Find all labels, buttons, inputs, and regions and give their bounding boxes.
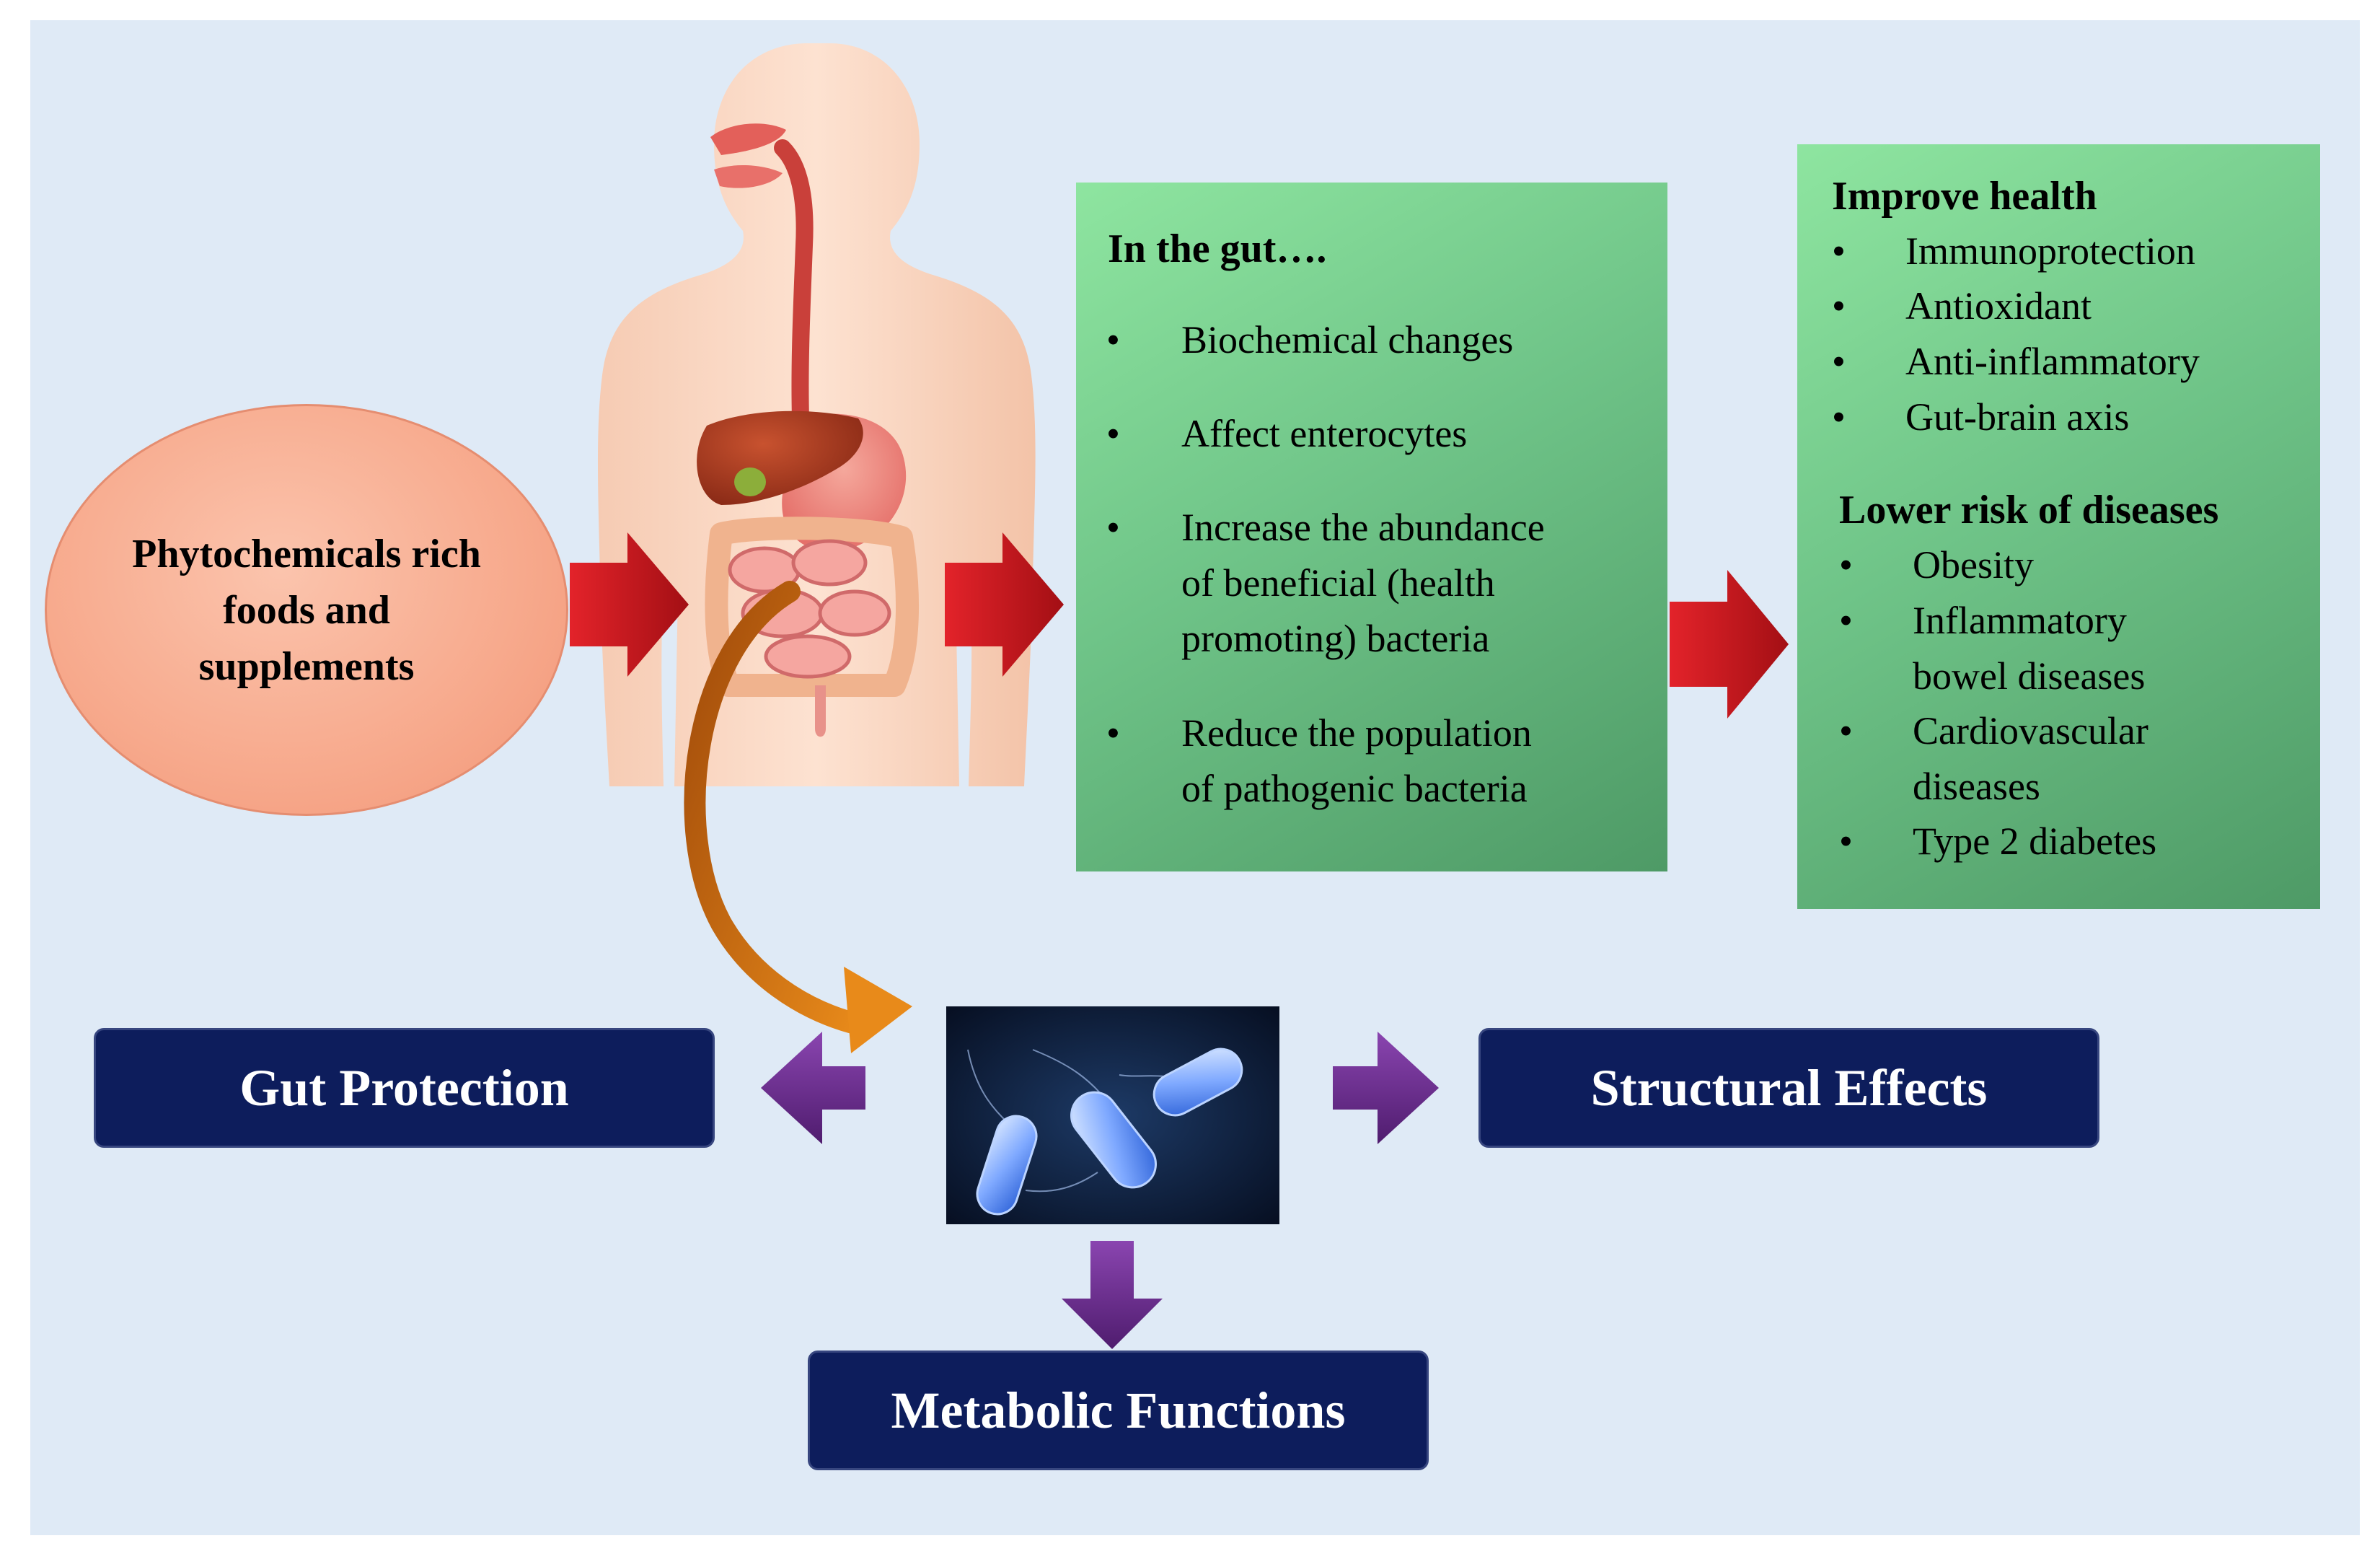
bullet-dot: • xyxy=(1106,506,1120,549)
improve-health-item: Immunoprotection xyxy=(1905,229,2195,273)
disease-risk-item: Obesity xyxy=(1913,543,2034,587)
gut-effect-item: Affect enterocytes xyxy=(1181,412,1468,455)
bullet-dot: • xyxy=(1839,709,1853,752)
bullet-dot: • xyxy=(1839,820,1853,863)
gut-effect-item: of beneficial (health xyxy=(1181,561,1495,605)
improve-health-item: Antioxidant xyxy=(1905,284,2092,328)
disease-risk-item: Inflammatory xyxy=(1913,599,2127,642)
structural-effects-box: Structural Effects xyxy=(1478,1028,2099,1148)
bullet-dot: • xyxy=(1832,340,1846,383)
gut-effects-heading: In the gut…. xyxy=(1108,227,1327,271)
disease-risk-item: bowel diseases xyxy=(1913,654,2146,698)
gut-protection-label: Gut Protection xyxy=(239,1058,569,1117)
bullet-dot: • xyxy=(1839,599,1853,642)
bullet-dot: • xyxy=(1106,318,1120,361)
purple-arrow-right-icon xyxy=(1333,1032,1439,1144)
phytochemicals-label: Phytochemicals rich foods and supplement… xyxy=(132,531,481,689)
purple-arrow-left-icon xyxy=(761,1032,865,1144)
metabolic-functions-label: Metabolic Functions xyxy=(891,1381,1346,1439)
gut-effect-item: Reduce the population xyxy=(1181,711,1532,755)
curved-arrow-icon xyxy=(684,581,869,1035)
improve-health-item: Gut-brain axis xyxy=(1905,395,2130,439)
improve-health-item: Anti-inflammatory xyxy=(1905,340,2200,383)
gut-effect-item: Biochemical changes xyxy=(1181,318,1514,361)
gut-bacteria-micrograph xyxy=(946,1006,1279,1224)
health-benefits-box: Improve health • Immunoprotection • Antioxi… xyxy=(1797,144,2320,909)
bullet-dot: • xyxy=(1832,395,1846,439)
bullet-dot: • xyxy=(1832,229,1846,273)
gut-effects-box: In the gut…. • Biochemical changes • Affect… xyxy=(1076,183,1667,871)
gut-effect-item: of pathogenic bacteria xyxy=(1181,767,1528,810)
phytochemicals-source-oval: Phytochemicals rich foods and supplement… xyxy=(45,404,568,816)
structural-effects-label: Structural Effects xyxy=(1590,1058,1988,1117)
metabolic-functions-box: Metabolic Functions xyxy=(808,1351,1429,1470)
red-arrow-icon xyxy=(570,532,689,677)
gut-effect-item: Increase the abundance xyxy=(1181,506,1545,549)
red-arrow-icon xyxy=(945,532,1064,677)
red-arrow-icon xyxy=(1670,570,1789,719)
bullet-dot: • xyxy=(1106,412,1120,455)
gut-protection-box: Gut Protection xyxy=(94,1028,715,1148)
lower-risk-heading: Lower risk of diseases xyxy=(1839,488,2219,532)
improve-health-heading: Improve health xyxy=(1832,174,2097,219)
bullet-dot: • xyxy=(1839,543,1853,587)
gut-effect-item: promoting) bacteria xyxy=(1181,617,1490,660)
disease-risk-item: diseases xyxy=(1913,765,2040,808)
bullet-dot: • xyxy=(1832,284,1846,328)
disease-risk-item: Type 2 diabetes xyxy=(1913,820,2157,863)
bullet-dot: • xyxy=(1106,711,1120,755)
disease-risk-item: Cardiovascular xyxy=(1913,709,2148,752)
purple-arrow-down-icon xyxy=(1062,1241,1163,1349)
